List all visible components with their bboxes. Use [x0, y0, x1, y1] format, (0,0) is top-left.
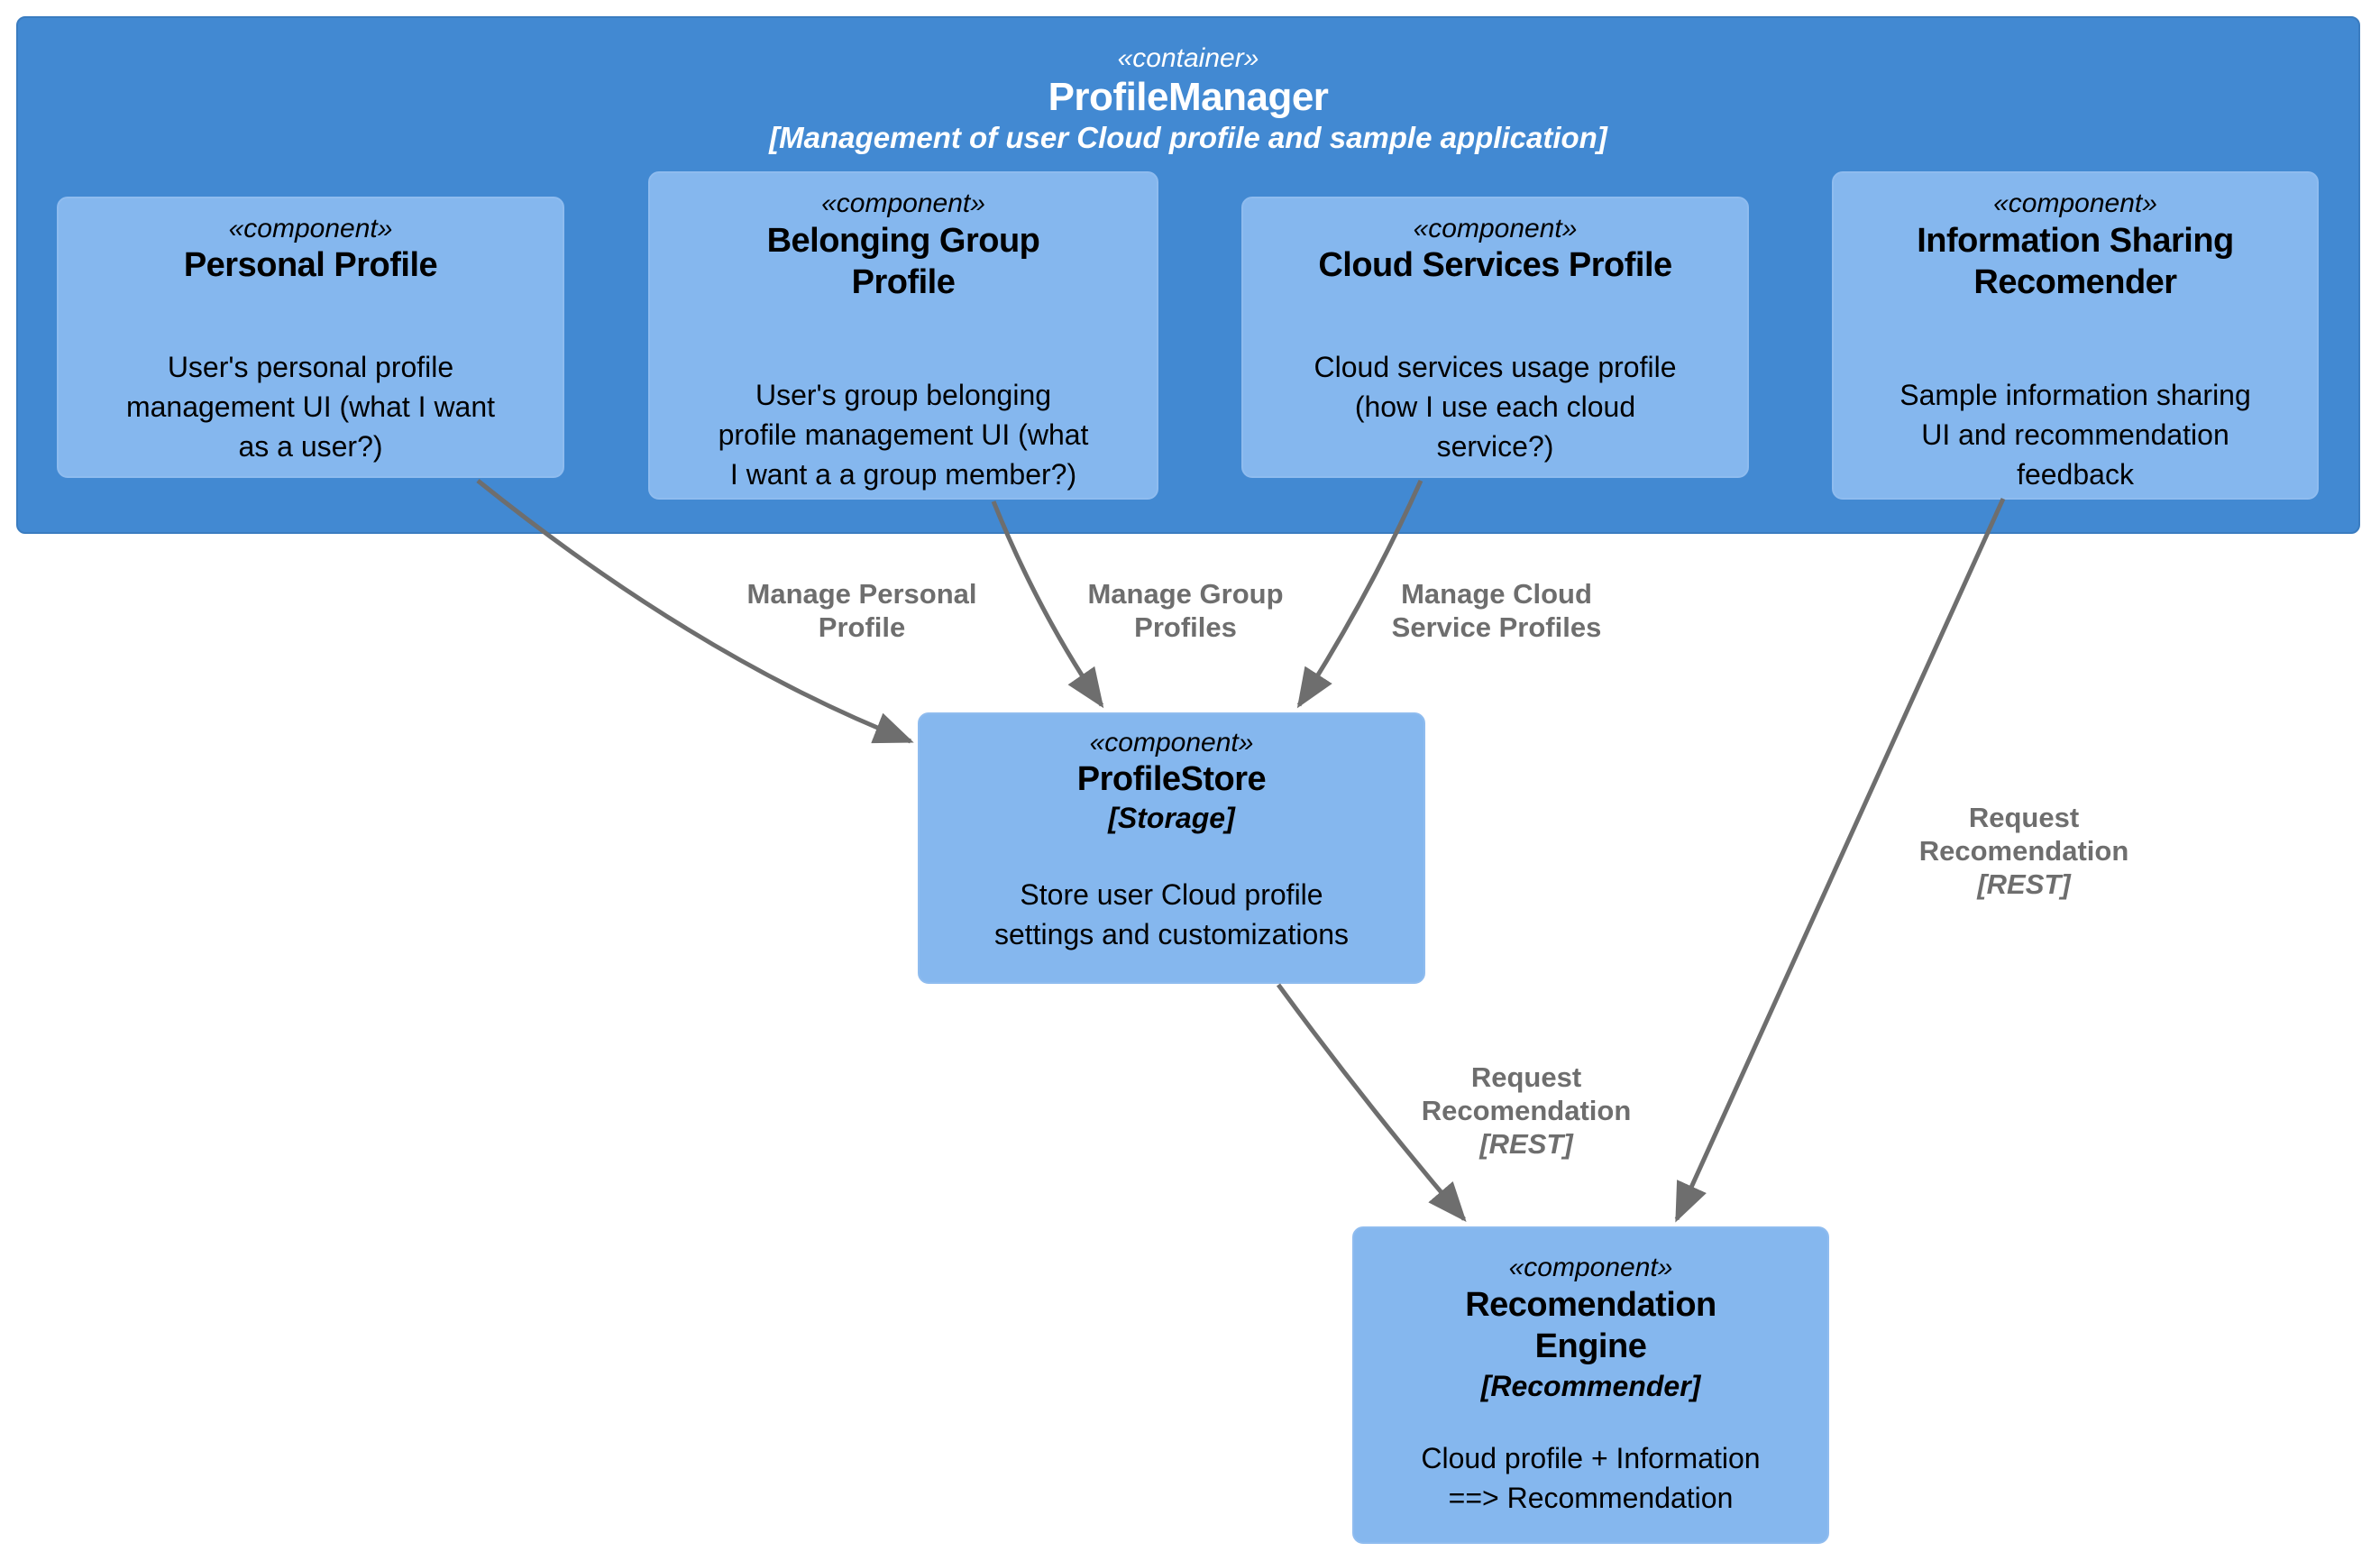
edge-tech-label: [REST]	[1977, 868, 2071, 900]
stereotype-label: «component»	[821, 188, 985, 218]
component-personal-profile: «component» Personal Profile User's pers…	[57, 197, 564, 478]
stereotype-label: «component»	[1413, 214, 1578, 243]
description-line: service?)	[1436, 430, 1554, 463]
description-line: as a user?)	[238, 430, 383, 463]
description-line: settings and customizations	[993, 918, 1350, 950]
description-line: Sample information sharing	[1899, 379, 2251, 411]
description-line: management UI (what I want	[125, 390, 496, 423]
component-description: Store user Cloud profile settings and cu…	[920, 875, 1423, 954]
description-line: ==> Recommendation	[1448, 1482, 1734, 1514]
stereotype-label: «component»	[1993, 188, 2157, 218]
container-title: ProfileManager	[1048, 75, 1329, 119]
description-line: feedback	[2017, 458, 2134, 491]
description-line: (how I use each cloud	[1354, 390, 1636, 423]
description-line: User's group belonging	[755, 379, 1052, 411]
stereotype-label: «component»	[1089, 728, 1254, 758]
description-line: Cloud services usage profile	[1314, 351, 1677, 383]
component-title: Personal Profile	[183, 246, 438, 284]
component-type-label: [Recommender]	[1480, 1370, 1701, 1402]
component-description: Cloud services usage profile (how I use …	[1243, 347, 1747, 466]
component-title: Information Sharing Recomender	[1917, 222, 2234, 301]
component-description: User's personal profile management UI (w…	[59, 347, 563, 466]
edge-label-request-recomendation-right: Request Recomendation [REST]	[1889, 801, 2159, 901]
description-line: Store user Cloud profile	[1020, 878, 1323, 911]
container-stereotype: «container»	[1117, 43, 1259, 73]
component-type-label: [Storage]	[1108, 802, 1235, 834]
component-title: Recomendation Engine	[1465, 1286, 1716, 1365]
component-description: Sample information sharing UI and recomm…	[1834, 375, 2317, 494]
component-title: ProfileStore	[1076, 760, 1267, 798]
description-line: Cloud profile + Information	[1421, 1442, 1761, 1474]
stereotype-label: «component»	[228, 214, 393, 243]
component-recomendation-engine: «component» Recomendation Engine [Recomm…	[1352, 1226, 1829, 1544]
description-line: I want a a group member?)	[729, 458, 1077, 491]
edge-label-manage-cloud-service-profiles: Manage Cloud Service Profiles	[1391, 578, 1602, 643]
edge-label-request-recomendation-middle: Request Recomendation [REST]	[1391, 1061, 1661, 1161]
component-belonging-group-profile: «component» Belonging Group Profile User…	[648, 171, 1158, 500]
component-cloud-services-profile: «component» Cloud Services Profile Cloud…	[1241, 197, 1749, 478]
component-profilestore: «component» ProfileStore [Storage] Store…	[918, 712, 1425, 984]
component-information-sharing-recomender: «component» Information Sharing Recomend…	[1832, 171, 2319, 500]
container-subtitle: [Management of user Cloud profile and sa…	[769, 121, 1607, 154]
component-title: Cloud Services Profile	[1318, 246, 1672, 284]
description-line: User's personal profile	[167, 351, 454, 383]
component-description: User's group belonging profile managemen…	[650, 375, 1157, 494]
description-line: profile management UI (what	[718, 418, 1089, 451]
edge-label-manage-group-profiles: Manage Group Profiles	[1087, 578, 1284, 643]
edge-tech-label: [REST]	[1479, 1128, 1573, 1160]
component-title: Belonging Group Profile	[766, 222, 1040, 301]
edge-label-manage-personal-profile: Manage Personal Profile	[746, 578, 977, 643]
description-line: UI and recommendation	[1921, 418, 2229, 451]
component-description: Cloud profile + Information ==> Recommen…	[1354, 1438, 1827, 1518]
stereotype-label: «component»	[1508, 1253, 1673, 1282]
